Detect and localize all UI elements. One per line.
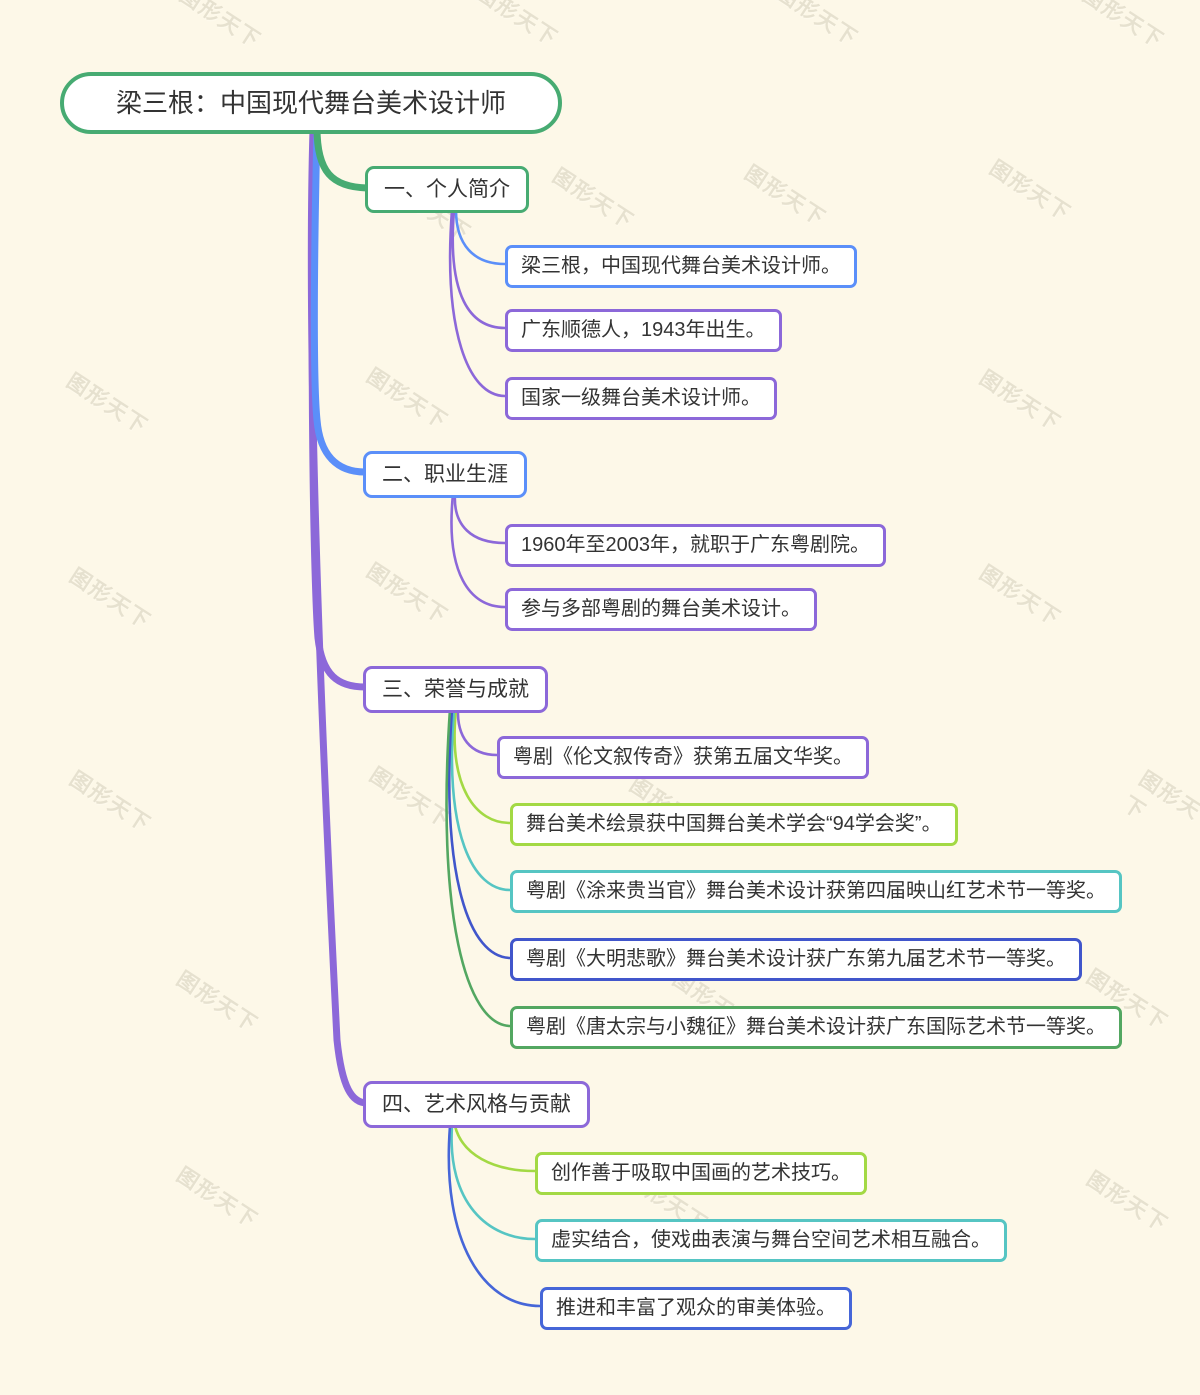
trunk-root-branch2 (310, 126, 369, 476)
connector-branch4-child1 (453, 1124, 537, 1173)
branch-3-child-3[interactable]: 粤剧《涂来贵当官》舞台美术设计获第四届映山红艺术节一等奖。 (510, 870, 1122, 913)
trunk-root-branch1 (313, 124, 371, 192)
branch-3-child-5[interactable]: 粤剧《唐太宗与小魏征》舞台美术设计获广东国际艺术节一等奖。 (510, 1006, 1122, 1049)
branch-4-child-2[interactable]: 虚实结合，使戏曲表演与舞台空间艺术相互融合。 (535, 1219, 1007, 1262)
branch-3-title[interactable]: 三、荣誉与成就 (363, 666, 548, 713)
branch-4-title[interactable]: 四、艺术风格与贡献 (363, 1081, 590, 1128)
branch-1-child-2[interactable]: 广东顺德人，1943年出生。 (505, 309, 782, 352)
branch-4-child-3[interactable]: 推进和丰富了观众的审美体验。 (540, 1287, 852, 1330)
branch-2-child-2[interactable]: 参与多部粤剧的舞台美术设计。 (505, 588, 817, 631)
branch-3-child-1[interactable]: 粤剧《伦文叙传奇》获第五届文华奖。 (497, 736, 869, 779)
connector-branch3-child4 (448, 707, 512, 960)
connector-branch3-child2 (453, 707, 512, 825)
branch-1-child-1[interactable]: 梁三根，中国现代舞台美术设计师。 (505, 245, 857, 288)
connector-branch1-child3 (448, 208, 507, 398)
branch-1-child-3[interactable]: 国家一级舞台美术设计师。 (505, 377, 777, 420)
branch-3-child-2[interactable]: 舞台美术绘景获中国舞台美术学会“94学会奖”。 (510, 803, 958, 846)
branch-2-title[interactable]: 二、职业生涯 (363, 451, 527, 498)
connector-branch2-child1 (453, 492, 507, 545)
connector-branch1-child2 (451, 208, 507, 330)
connector-branch4-child3 (447, 1124, 542, 1308)
connector-branch2-child2 (450, 492, 507, 609)
connector-branch4-child2 (450, 1124, 537, 1241)
connector-branch1-child1 (454, 208, 507, 266)
root-node[interactable]: 梁三根：中国现代舞台美术设计师 (60, 72, 563, 134)
branch-2-child-1[interactable]: 1960年至2003年，就职于广东粤剧院。 (505, 524, 886, 567)
connector-branch3-child1 (456, 707, 499, 757)
connector-branch3-child5 (445, 707, 512, 1028)
branch-4-child-1[interactable]: 创作善于吸取中国画的艺术技巧。 (535, 1152, 867, 1195)
branch-3-child-4[interactable]: 粤剧《大明悲歌》舞台美术设计获广东第九届艺术节一等奖。 (510, 938, 1082, 981)
connector-branch3-child3 (450, 707, 512, 892)
branch-1-title[interactable]: 一、个人简介 (365, 166, 529, 213)
